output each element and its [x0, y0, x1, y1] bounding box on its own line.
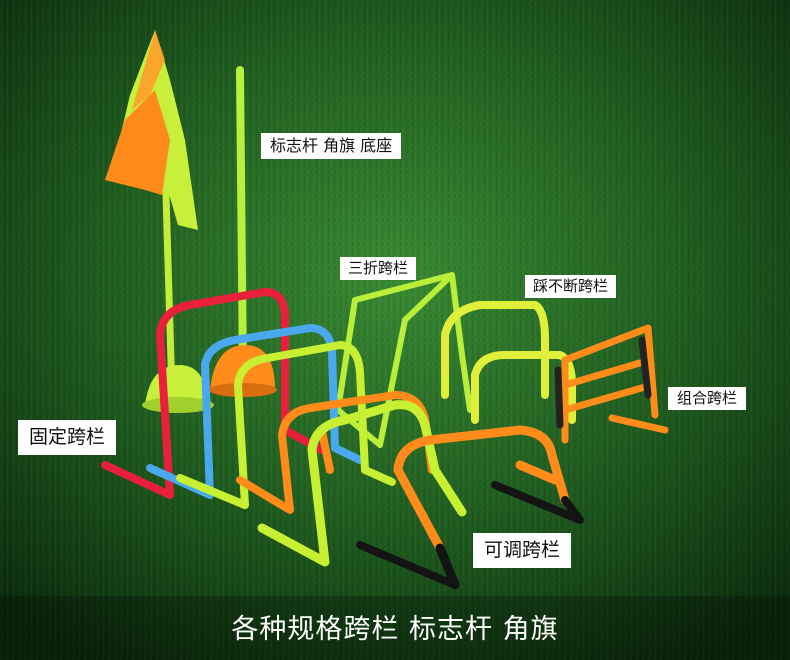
- combo-hurdle: [554, 324, 669, 444]
- label-tri-fold-hurdle: 三折跨栏: [340, 257, 417, 280]
- fixed-hurdle-lime: [176, 341, 396, 509]
- label-step-on-hurdle: 踩不断跨栏: [525, 275, 617, 298]
- adjustable-hurdle-green: [257, 400, 467, 567]
- label-combo-hurdle: 组合跨栏: [668, 387, 747, 410]
- fixed-hurdle-red: [101, 288, 326, 499]
- corner-flag: [105, 30, 198, 399]
- marker-pole: [236, 66, 247, 384]
- step-on-hurdle: [441, 301, 576, 424]
- bottom-caption: 各种规格跨栏 标志杆 角旗: [231, 614, 559, 645]
- label-pole-flag-base: 标志杆 角旗 底座: [261, 133, 402, 159]
- adjustable-hurdle-orange: [356, 425, 584, 590]
- label-adjustable-hurdle: 可调跨栏: [473, 533, 572, 568]
- label-fixed-hurdle: 固定跨栏: [18, 420, 117, 455]
